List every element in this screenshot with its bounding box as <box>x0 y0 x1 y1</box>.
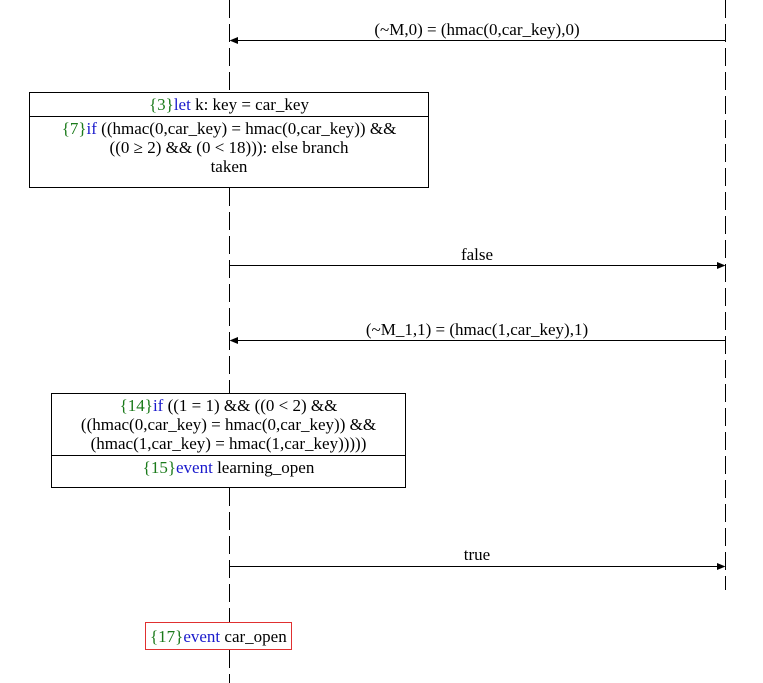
message-arrow-3 <box>229 337 726 344</box>
keyword: event <box>176 458 213 477</box>
message-label: (~M_1,1) = (hmac(1,car_key),1) <box>365 320 589 339</box>
let-statement: {3}let k: key = car_key <box>30 93 428 116</box>
statement-text: k: key = car_key <box>190 95 309 114</box>
message-arrow-1 <box>229 37 726 44</box>
statement-line: {7}if ((hmac(0,car_key) = hmac(0,car_key… <box>32 119 426 138</box>
event-number: {15} <box>142 458 176 477</box>
message-label: false <box>460 245 494 264</box>
arrow-head-right-icon <box>717 563 726 570</box>
statement-text: ((1 = 1) && ((0 < 2) && <box>163 396 338 415</box>
event-number: {3} <box>149 95 174 114</box>
final-event-box: {17}event car_open <box>145 622 292 650</box>
arrow-head-right-icon <box>717 262 726 269</box>
arrow-head-left-icon <box>229 37 238 44</box>
statement-line: taken <box>210 157 248 176</box>
event-text: car_open <box>220 627 287 646</box>
statement-line: {14}if ((1 = 1) && ((0 < 2) && <box>54 396 403 415</box>
message-label: (~M,0) = (hmac(0,car_key),0) <box>374 20 580 39</box>
keyword: let <box>173 95 191 114</box>
if-statement: {7}if ((hmac(0,car_key) = hmac(0,car_key… <box>30 116 428 178</box>
statement-line: {15}event learning_open <box>54 458 403 477</box>
message-label: true <box>463 545 491 564</box>
statement-text: ((hmac(0,car_key) = hmac(0,car_key)) && <box>96 119 397 138</box>
message-arrow-2 <box>229 262 726 269</box>
step-box-if-event: {14}if ((1 = 1) && ((0 < 2) && ((hmac(0,… <box>51 393 406 488</box>
event-number: {14} <box>119 396 153 415</box>
message-arrow-4 <box>229 563 726 570</box>
event-number: {7} <box>61 119 87 138</box>
if-statement: {14}if ((1 = 1) && ((0 < 2) && ((hmac(0,… <box>52 394 405 455</box>
arrow-head-left-icon <box>229 337 238 344</box>
step-box-let-if: {3}let k: key = car_key {7}if ((hmac(0,c… <box>29 92 429 188</box>
statement-line: ((0 ≥ 2) && (0 < 18))): else branch <box>109 138 349 157</box>
event-statement: {15}event learning_open <box>52 455 405 479</box>
keyword: if <box>86 119 97 138</box>
keyword: if <box>152 396 164 415</box>
statement-line: {3}let k: key = car_key <box>32 95 426 114</box>
statement-text: learning_open <box>212 458 315 477</box>
event-number: {17} <box>150 627 184 646</box>
statement-line: (hmac(1,car_key) = hmac(1,car_key))))) <box>90 434 367 453</box>
keyword: event <box>183 627 221 646</box>
statement-line: ((hmac(0,car_key) = hmac(0,car_key)) && <box>80 415 377 434</box>
